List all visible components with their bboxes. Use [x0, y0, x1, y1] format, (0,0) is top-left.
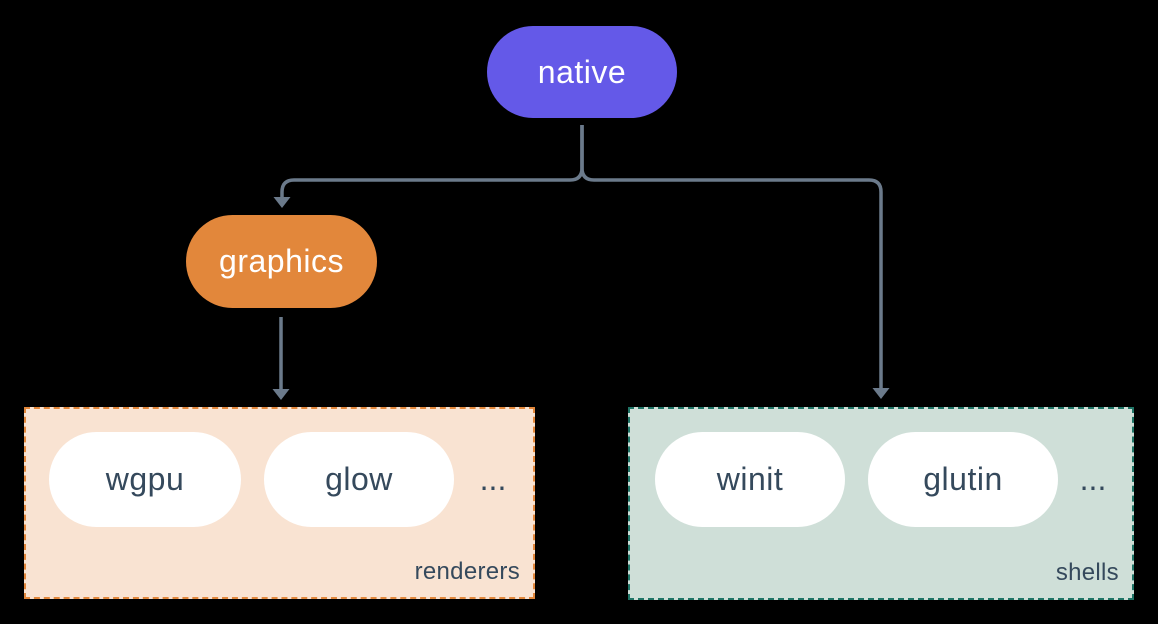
- renderers-ellipsis: ...: [479, 461, 507, 497]
- node-glow-label: glow: [325, 461, 393, 497]
- node-graphics: graphics: [186, 215, 377, 308]
- group-shells: winit glutin ... shells: [628, 407, 1134, 600]
- arrowhead-shells: [872, 388, 890, 399]
- node-wgpu-label: wgpu: [105, 461, 185, 497]
- group-renderers: wgpu glow ... renderers: [24, 407, 535, 599]
- node-glutin-label: glutin: [923, 461, 1003, 497]
- group-shells-label: shells: [1055, 559, 1119, 586]
- node-graphics-label: graphics: [219, 243, 344, 279]
- node-winit: winit: [655, 432, 845, 527]
- node-glutin: glutin: [868, 432, 1058, 527]
- node-native-label: native: [537, 53, 627, 90]
- arrowhead-graphics: [273, 197, 291, 208]
- edge-native-to-graphics: [280, 125, 584, 198]
- node-wgpu: wgpu: [49, 432, 241, 527]
- node-winit-label: winit: [716, 461, 784, 497]
- node-native: native: [487, 26, 677, 118]
- edge-native-to-shells: [580, 125, 883, 389]
- group-renderers-label: renderers: [414, 558, 520, 585]
- shells-ellipsis: ...: [1079, 461, 1107, 497]
- arrowhead-renderers: [272, 389, 290, 400]
- node-glow: glow: [264, 432, 454, 527]
